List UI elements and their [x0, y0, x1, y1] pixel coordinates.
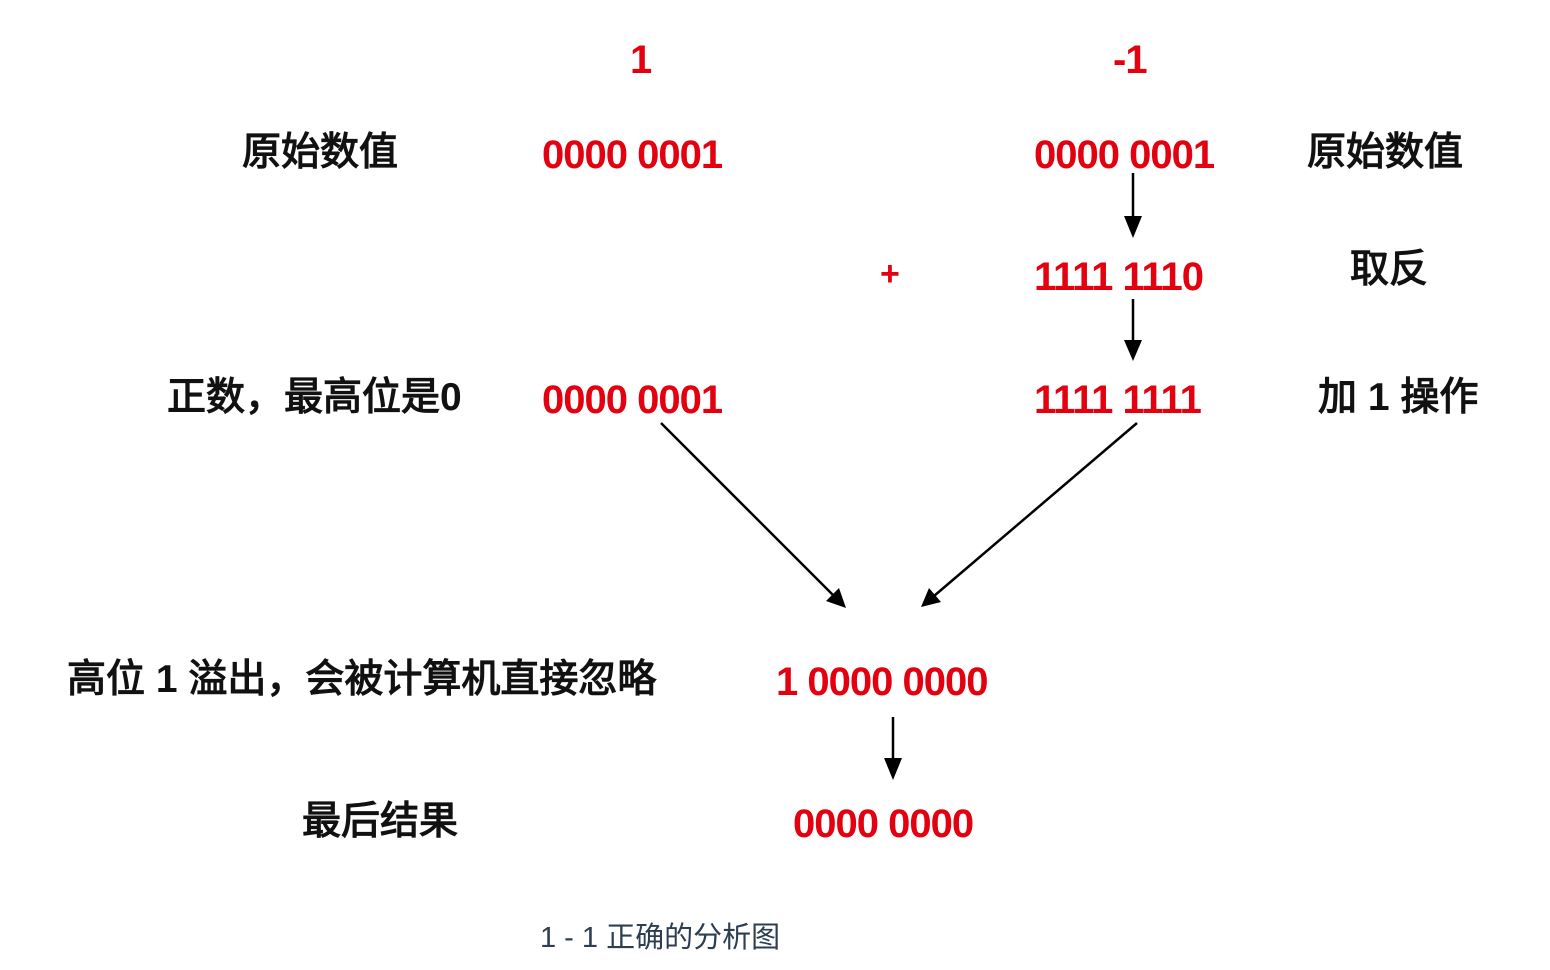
- label-overflow: 高位 1 溢出，会被计算机直接忽略: [67, 658, 657, 701]
- label-invert: 取反: [1350, 248, 1429, 291]
- value-sum-overflow: 1 0000 0000: [776, 660, 988, 704]
- value-negative-complement: 1111 1111: [1034, 378, 1202, 422]
- label-original-left: 原始数值: [242, 131, 399, 174]
- value-negative-inverted: 1111 1110: [1034, 255, 1204, 299]
- value-positive-operand: 0000 0001: [542, 378, 723, 422]
- header-negative-one: -1: [1113, 38, 1148, 82]
- value-positive-original: 0000 0001: [542, 133, 723, 177]
- arrow-negative-to-sum: [921, 422, 1138, 607]
- arrow-positive-to-sum: [660, 422, 846, 608]
- label-original-right: 原始数值: [1307, 131, 1464, 174]
- value-final-result: 0000 0000: [793, 802, 974, 846]
- arrow-overflow-to-result: [884, 717, 902, 780]
- value-negative-original: 0000 0001: [1034, 133, 1215, 177]
- arrow-inverted-to-complement: [1124, 299, 1142, 361]
- label-positive-msb: 正数，最高位是0: [167, 376, 462, 419]
- figure-caption: 1 - 1 正确的分析图: [540, 922, 781, 954]
- label-add-one: 加 1 操作: [1318, 376, 1479, 419]
- plus-sign: +: [880, 255, 900, 293]
- label-final-result: 最后结果: [302, 800, 459, 843]
- arrow-original-to-inverted: [1124, 173, 1142, 238]
- header-positive-one: 1: [630, 38, 652, 82]
